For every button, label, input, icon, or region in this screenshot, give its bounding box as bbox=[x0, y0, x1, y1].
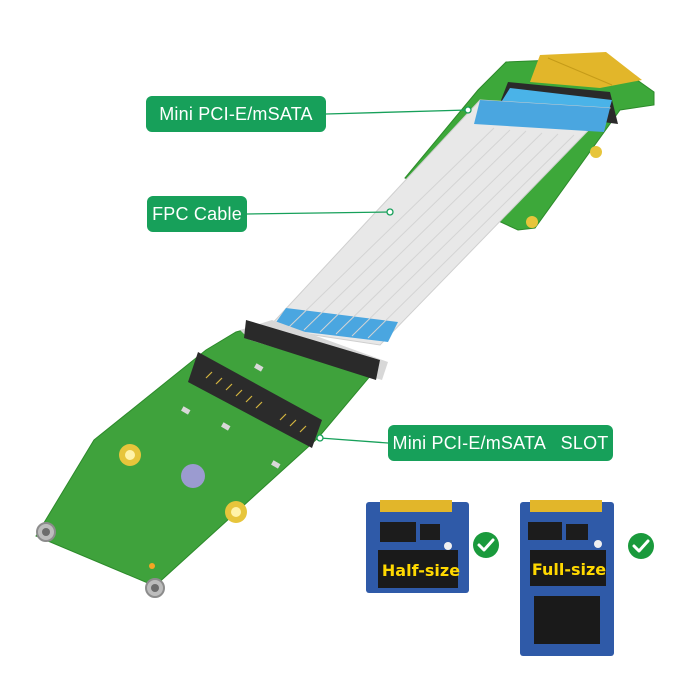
callout-fpc-cable: FPC Cable bbox=[147, 196, 247, 232]
callout-leaders bbox=[246, 106, 472, 444]
half-size-label: Half-size bbox=[381, 561, 461, 580]
slot-adapter-board bbox=[35, 320, 388, 598]
callout-slot: Mini PCI-E/mSATA SLOT bbox=[388, 425, 613, 461]
fpc-cable bbox=[266, 99, 612, 346]
full-size-card bbox=[520, 500, 614, 656]
half-size-card bbox=[366, 500, 469, 593]
check-circle-icon bbox=[473, 532, 499, 558]
callout-mini-pcie: Mini PCI-E/mSATA bbox=[146, 96, 326, 132]
check-circle-icon bbox=[628, 533, 654, 559]
full-size-label: Full-size bbox=[531, 560, 607, 579]
